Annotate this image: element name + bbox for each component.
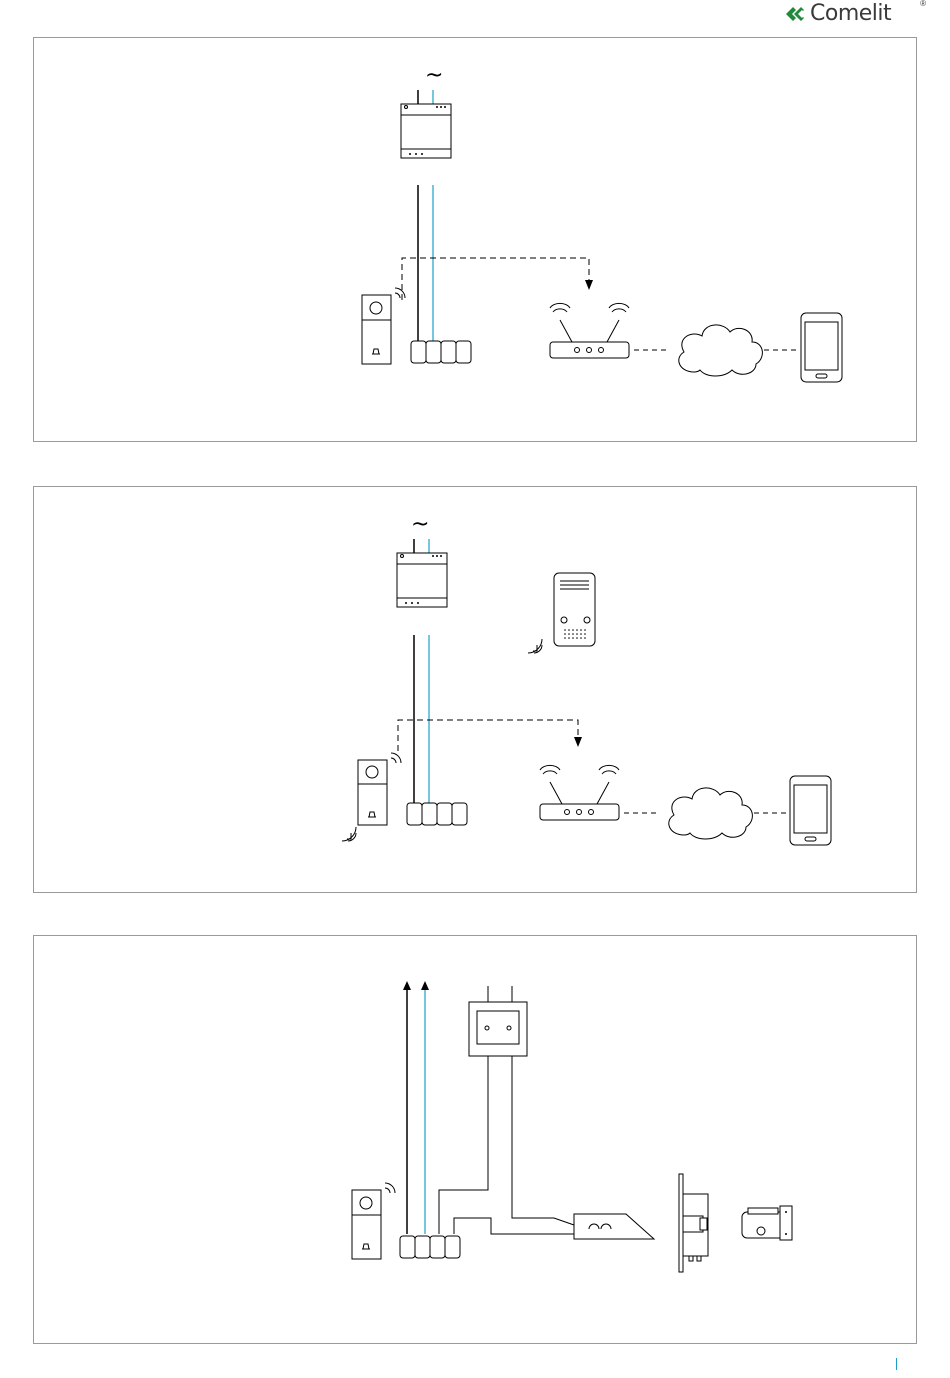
wifi-router-icon [540, 765, 619, 820]
electric-strike-icon [679, 1174, 708, 1272]
comelit-logo: Comelit ® [786, 3, 920, 25]
doorbell-unit-icon [362, 288, 405, 364]
terminal-block-icon [400, 1236, 460, 1258]
power-supply-icon [397, 553, 447, 607]
panel-wiring-3 [33, 935, 917, 1344]
logo-text: Comelit [810, 1, 891, 26]
page-marker [896, 1358, 897, 1370]
wiring-diagram-2: ~ [34, 487, 918, 894]
chime-unit-icon [528, 573, 595, 653]
wiring-diagram-3 [34, 936, 918, 1345]
cloud-icon [679, 325, 763, 376]
smartphone-icon [801, 313, 842, 382]
ac-symbol: ~ [425, 63, 443, 88]
panel-wiring-1: ~ [33, 37, 917, 442]
logo-registered: ® [920, 0, 926, 8]
terminal-block-icon [411, 341, 471, 363]
panel-wiring-2: ~ [33, 486, 917, 893]
relay-socket-icon [469, 1002, 527, 1056]
comelit-mark-icon [786, 5, 810, 23]
ac-symbol: ~ [411, 512, 429, 537]
doorbell-unit-icon [352, 1183, 395, 1259]
smartphone-icon [790, 776, 831, 845]
wifi-router-icon [550, 303, 629, 358]
power-supply-icon [401, 104, 451, 158]
electric-lock-icon [742, 1206, 792, 1240]
lock-release-button-icon [574, 1214, 654, 1239]
doorbell-unit-icon [342, 753, 401, 841]
cloud-icon [669, 788, 753, 839]
terminal-block-icon [407, 803, 467, 825]
wiring-diagram-1: ~ [34, 38, 918, 443]
